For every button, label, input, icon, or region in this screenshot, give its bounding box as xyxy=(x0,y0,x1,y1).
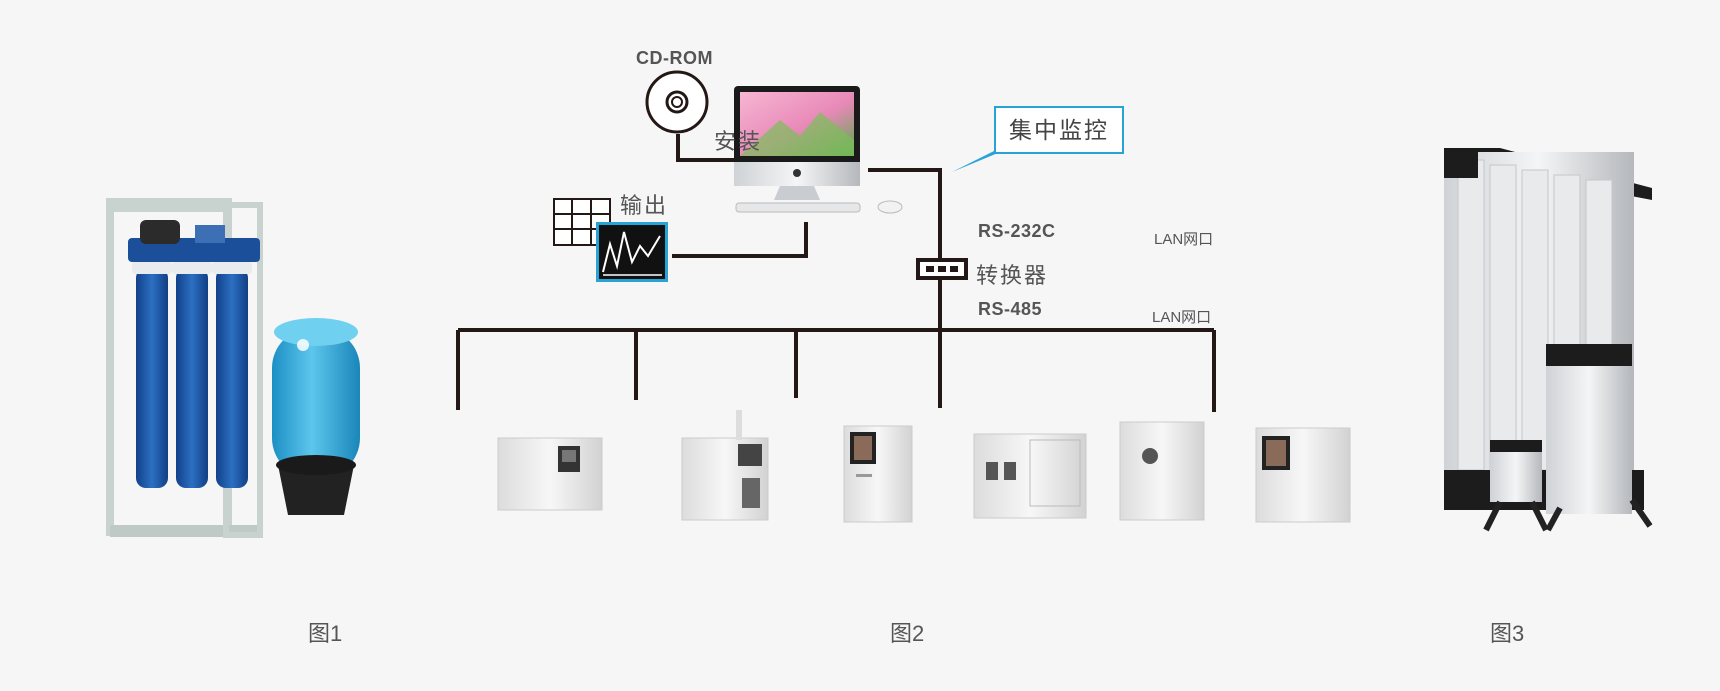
figure-3-caption: 图3 xyxy=(1490,621,1525,646)
gas-generator-image xyxy=(1444,148,1653,532)
converter-label: 转换器 xyxy=(976,263,1049,288)
chamber-1-image xyxy=(497,437,603,511)
cd-rom-icon xyxy=(645,70,709,134)
lan-port-label-top: LAN网口 xyxy=(1154,231,1214,248)
connection-lines xyxy=(456,134,1216,412)
chamber-2-image xyxy=(681,410,769,521)
monitor-callout: 集中监控 xyxy=(994,106,1124,154)
rs232-label: RS-232C xyxy=(978,221,1056,241)
cdrom-label: CD-ROM xyxy=(636,48,713,68)
figure-1-caption: 图1 xyxy=(308,621,343,646)
callout-pointer xyxy=(952,148,1010,172)
rs485-label: RS-485 xyxy=(978,299,1043,319)
output-label: 输出 xyxy=(620,193,669,218)
chamber-5-image xyxy=(1119,421,1205,521)
chamber-4-image xyxy=(973,433,1087,519)
chamber-3-image xyxy=(843,425,913,523)
lan-port-label-bottom: LAN网口 xyxy=(1152,309,1212,326)
install-label: 安装 xyxy=(714,129,763,154)
water-purifier-image xyxy=(106,198,360,538)
graph-icon xyxy=(596,222,668,282)
figure-2-caption: 图2 xyxy=(890,621,925,646)
converter-icon xyxy=(916,258,968,280)
computer-icon xyxy=(734,86,903,214)
chamber-6-image xyxy=(1255,427,1351,523)
